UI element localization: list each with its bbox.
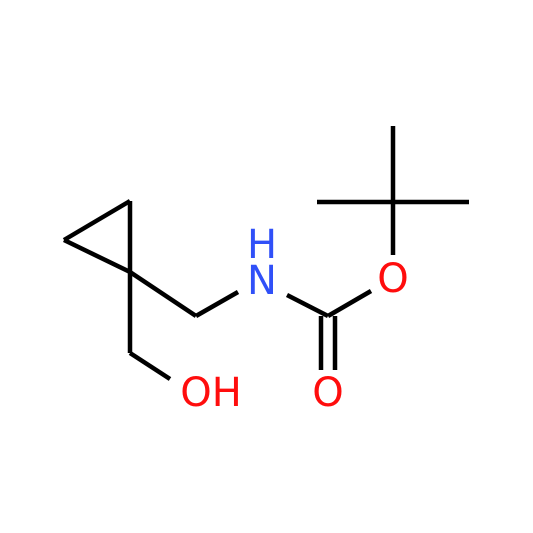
hydroxyl-label: OH [180, 370, 242, 416]
carbonyl-oxygen-label: O [312, 370, 343, 416]
ester-oxygen-label: O [377, 256, 408, 302]
bond-ch2-oh [128, 351, 172, 381]
bond-quat-ch2n [128, 270, 198, 318]
bond-ch2-n [194, 290, 240, 318]
bond-carbonyl-ester-o [326, 289, 373, 318]
bond-n-carbonyl [285, 292, 330, 319]
nitrogen-label: N [247, 258, 277, 304]
bond-ring-top-left [62, 199, 132, 242]
bond-ring-left-quat [63, 237, 131, 275]
nitrogen-hydrogen-label: H [247, 222, 277, 268]
atom-labels: H N O O OH [180, 222, 409, 416]
bonds [62, 126, 469, 381]
